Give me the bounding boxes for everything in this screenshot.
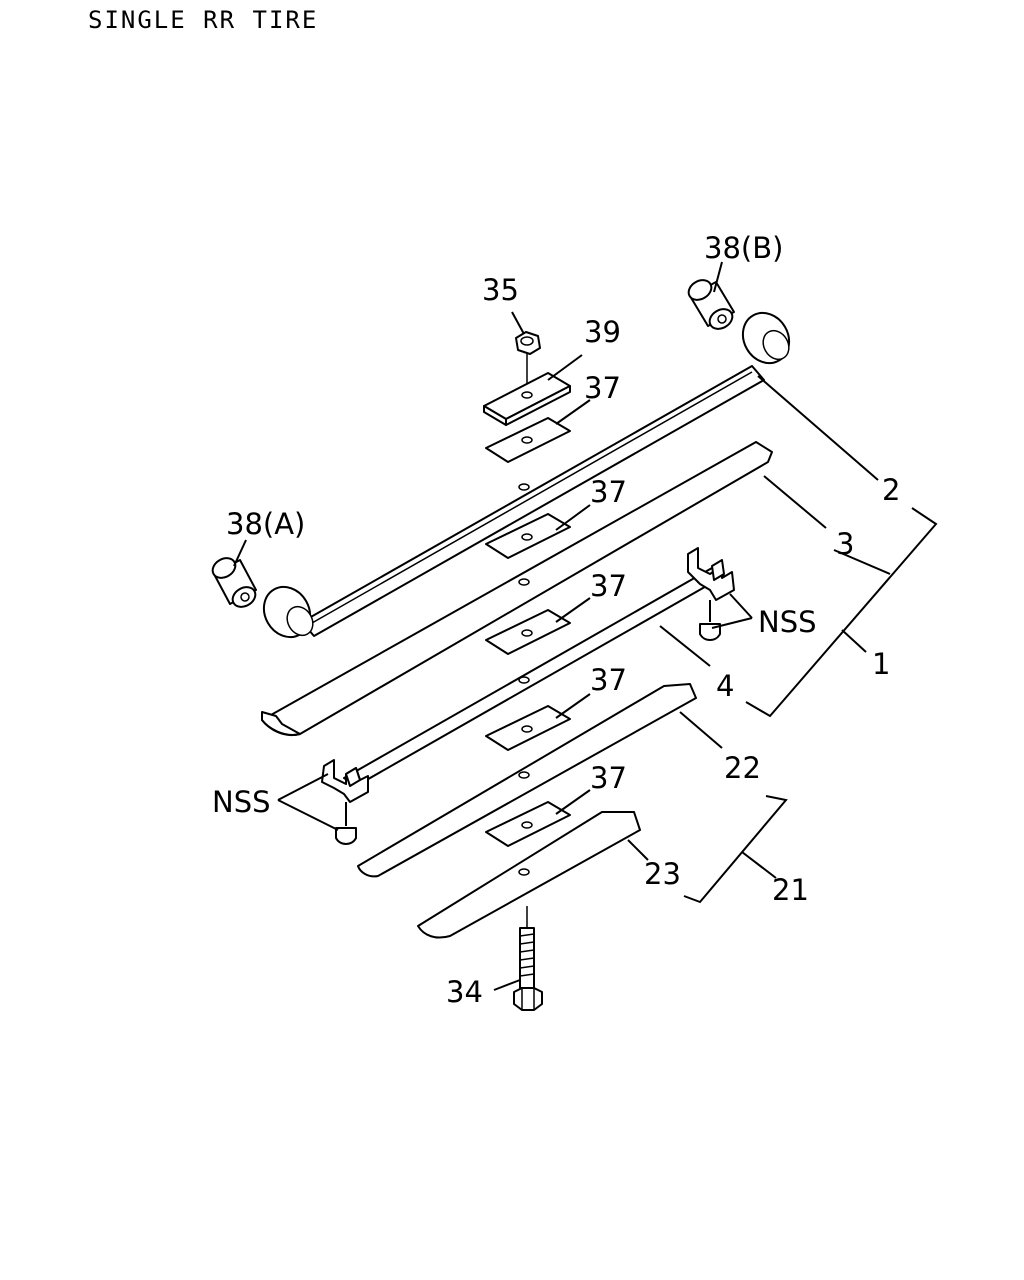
pad-37-top (485, 417, 571, 463)
label-2: 2 (882, 473, 900, 507)
leaf-4 (321, 547, 735, 803)
label-37-fifth: 37 (590, 761, 627, 795)
label-nss-left: NSS (212, 785, 271, 819)
label-1: 1 (872, 647, 890, 681)
label-39: 39 (584, 315, 621, 349)
label-37-first: 37 (584, 371, 621, 405)
leaf-22 (357, 683, 697, 878)
leader-lines (233, 261, 938, 991)
label-4: 4 (716, 669, 734, 703)
label-34: 34 (446, 975, 483, 1009)
main-leaf-2 (262, 311, 791, 639)
plate-39 (483, 372, 571, 426)
nss-bolt-left (335, 802, 357, 845)
bushing-38b (687, 279, 735, 330)
pad-37-bottom (485, 801, 571, 847)
nss-bolt-right (699, 600, 721, 641)
pad-37-third (485, 609, 571, 655)
label-nss-right: NSS (758, 605, 817, 639)
label-3: 3 (836, 527, 854, 561)
label-21: 21 (772, 873, 809, 907)
label-23: 23 (644, 857, 681, 891)
label-38a: 38(A) (226, 507, 305, 541)
nut-35 (515, 331, 541, 355)
label-37-fourth: 37 (590, 663, 627, 697)
label-22: 22 (724, 751, 761, 785)
label-37-second: 37 (590, 475, 627, 509)
bushing-38a (211, 557, 257, 608)
label-38b: 38(B) (704, 231, 783, 265)
label-37-third: 37 (590, 569, 627, 603)
leaf-3 (261, 441, 773, 736)
pad-37-fourth (485, 705, 571, 751)
label-35: 35 (482, 273, 519, 307)
diagram-title: SINGLE RR TIRE (88, 6, 318, 34)
leaf-23 (417, 811, 641, 939)
pad-37-second (485, 513, 571, 559)
center-bolt-34 (513, 906, 543, 1011)
